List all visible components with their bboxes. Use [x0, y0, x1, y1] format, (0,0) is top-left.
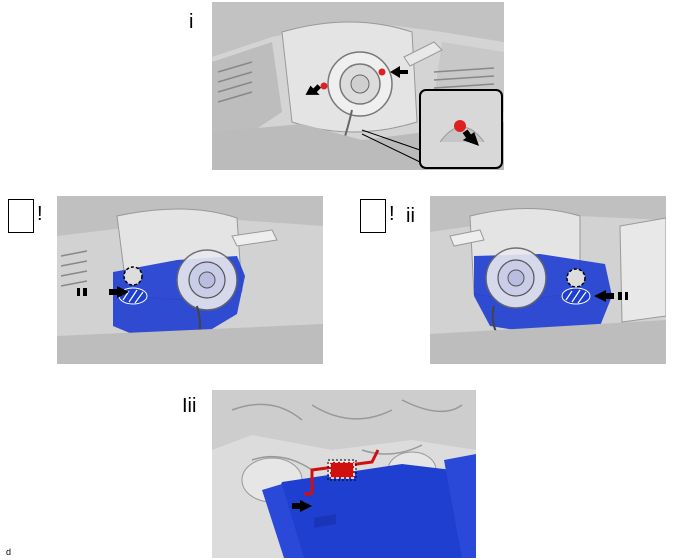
figure-id: d — [6, 547, 12, 557]
step-label-right: ii — [406, 205, 415, 227]
check-box-left — [8, 199, 34, 233]
hatched-claw-icon — [561, 287, 591, 305]
illustration-left-lower-cover — [57, 196, 323, 364]
arrow-icon — [594, 290, 614, 302]
illustration-bottom-cover-claw — [212, 390, 476, 558]
arrow-icon — [305, 84, 322, 95]
arrow-icon — [390, 66, 408, 78]
arrow-icon — [292, 500, 312, 512]
step-label-bottom: Iii — [182, 395, 197, 417]
clip-marker-icon — [320, 82, 328, 90]
step-mark-right: ! — [389, 203, 395, 225]
arrow-icon — [109, 286, 129, 298]
clip-marker-icon — [378, 68, 386, 76]
step-label-top: i — [189, 11, 194, 33]
illustration-right-lower-cover — [430, 196, 666, 364]
step-mark-left: ! — [37, 203, 43, 225]
check-box-right — [360, 199, 386, 233]
illustration-top-steering-column — [212, 2, 504, 170]
